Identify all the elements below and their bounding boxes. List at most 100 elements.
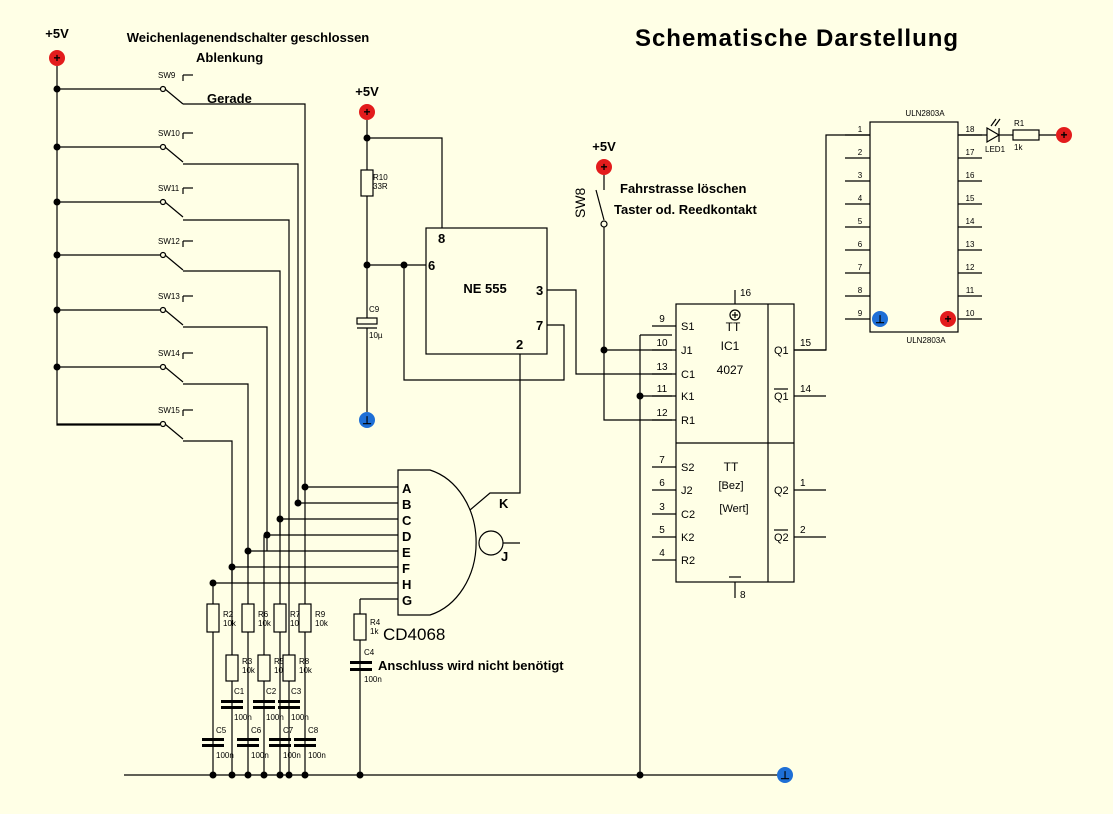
junction-dot	[244, 547, 252, 555]
cap-value: 100n	[308, 751, 326, 760]
ic4027-pin-num: 12	[656, 408, 668, 419]
sw8-label: SW8	[572, 187, 588, 218]
uln-pin-num: 15	[966, 194, 975, 203]
uln-pin-num: 2	[858, 148, 863, 157]
led-r1: LED1 R1 1k +	[958, 118, 1072, 154]
switch-label: SW11	[158, 184, 180, 193]
ne555-supply: +5V + R10 33R C9 10µ ⊥	[355, 84, 443, 428]
junction-dot	[228, 771, 236, 779]
ic4027-pin-name: R1	[681, 415, 695, 427]
ic4027-pin-name: J1	[681, 345, 693, 357]
ic4027-pin-name: S1	[681, 321, 694, 333]
resistor-R2	[206, 603, 220, 633]
cap-name: C2	[266, 687, 277, 696]
ic4027-pin-num: 3	[659, 502, 665, 513]
uln-pin-num: 7	[858, 263, 863, 272]
switch-label: SW10	[158, 129, 180, 138]
r1-resistor	[1012, 129, 1040, 141]
junction-dot	[53, 251, 61, 259]
res-name: R9	[315, 610, 326, 619]
capacitor-C2	[253, 700, 275, 703]
res-name: R2	[223, 610, 234, 619]
switch-wires	[183, 103, 306, 583]
ic4027-pin-name: C1	[681, 369, 695, 381]
r4-name: R4	[370, 618, 381, 627]
switch-SW14: SW14	[57, 349, 193, 383]
capacitor-C8	[294, 738, 316, 741]
switch-SW9: SW9	[57, 71, 193, 105]
ic4027-pin16: 16	[740, 288, 752, 299]
r10-name: R10	[373, 173, 388, 182]
uln-vcc-icon	[940, 311, 956, 327]
resistor-network: R210kR610kR710kR910kR310kC1100nR510kC210…	[202, 603, 329, 760]
ic4027-tt2: TT	[724, 460, 739, 474]
led1-label: LED1	[985, 145, 1006, 154]
ic4027-pin-name: S2	[681, 462, 694, 474]
resistor-R7	[273, 603, 287, 633]
gate-input-c: C	[402, 513, 412, 528]
ic4027-pin-name: R2	[681, 555, 695, 567]
res-value: 10k	[274, 666, 288, 675]
uln-pin-num: 10	[966, 309, 975, 318]
uln-pin-num: 11	[966, 286, 975, 295]
cap-value: 100n	[291, 713, 309, 722]
junction-dot	[244, 771, 252, 779]
ic4027-pin-num: 1	[800, 478, 806, 489]
uln-pin-num: 16	[966, 171, 975, 180]
cap-value: 100n	[216, 751, 234, 760]
cap-name: C6	[251, 726, 262, 735]
cd4068-gate: K J CD4068	[383, 352, 521, 644]
switch-SW12: SW12	[57, 237, 193, 271]
ic4027-pin-num: 15	[800, 338, 812, 349]
ic4027-pin-name: K2	[681, 532, 694, 544]
uln-pin-num: 5	[858, 217, 863, 226]
svg-text:+: +	[53, 51, 60, 65]
ablenkung-label: Ablenkung	[196, 50, 263, 65]
uln-pin-num: 1	[858, 125, 863, 134]
gate-input-a: A	[402, 481, 412, 496]
junction-dot	[636, 392, 644, 400]
gate-input-f: F	[402, 561, 410, 576]
cd4068-label: CD4068	[383, 625, 445, 644]
r1-name: R1	[1014, 119, 1025, 128]
ne555-pin6: 6	[428, 258, 435, 273]
uln-pin-num: 8	[858, 286, 863, 295]
svg-text:⊥: ⊥	[780, 770, 790, 782]
gerade-label: Gerade	[207, 91, 252, 106]
vcc-icon-555	[359, 104, 375, 120]
c4-value: 100n	[364, 675, 382, 684]
switch-label: SW15	[158, 406, 180, 415]
ne555-pin8: 8	[438, 231, 445, 246]
junction-dot	[53, 198, 61, 206]
gate-input-g: G	[402, 593, 412, 608]
uln-pin-num: 3	[858, 171, 863, 180]
title: Schematische Darstellung	[635, 25, 959, 52]
uln-name-bottom: ULN2803A	[906, 336, 946, 345]
ic4027-pin-name: Q2	[774, 485, 789, 497]
ne555-name: NE 555	[463, 281, 506, 296]
uln-name-top: ULN2803A	[905, 109, 945, 118]
plus5v-label-sw8: +5V	[592, 139, 616, 154]
fahrstrasse-line2: Taster od. Reedkontakt	[614, 202, 757, 217]
cap-value: 100n	[234, 713, 252, 722]
res-name: R6	[258, 610, 269, 619]
ic4027-pin-num: 10	[656, 338, 668, 349]
switch-label: SW12	[158, 237, 180, 246]
c9-name: C9	[369, 305, 380, 314]
vcc-icon	[49, 50, 65, 66]
junction-dot	[356, 771, 364, 779]
ic4027-pin-name: K1	[681, 391, 694, 403]
r1-value: 1k	[1014, 143, 1023, 152]
junction-dots	[53, 85, 644, 779]
ic4027-pin-num: 2	[800, 525, 806, 536]
ne555-pin2: 2	[516, 337, 523, 352]
resistor-R3	[225, 654, 239, 682]
uln-pin-num: 9	[858, 309, 863, 318]
uln-pin-num: 12	[966, 263, 975, 272]
cap-name: C5	[216, 726, 227, 735]
res-value: 10k	[242, 666, 256, 675]
